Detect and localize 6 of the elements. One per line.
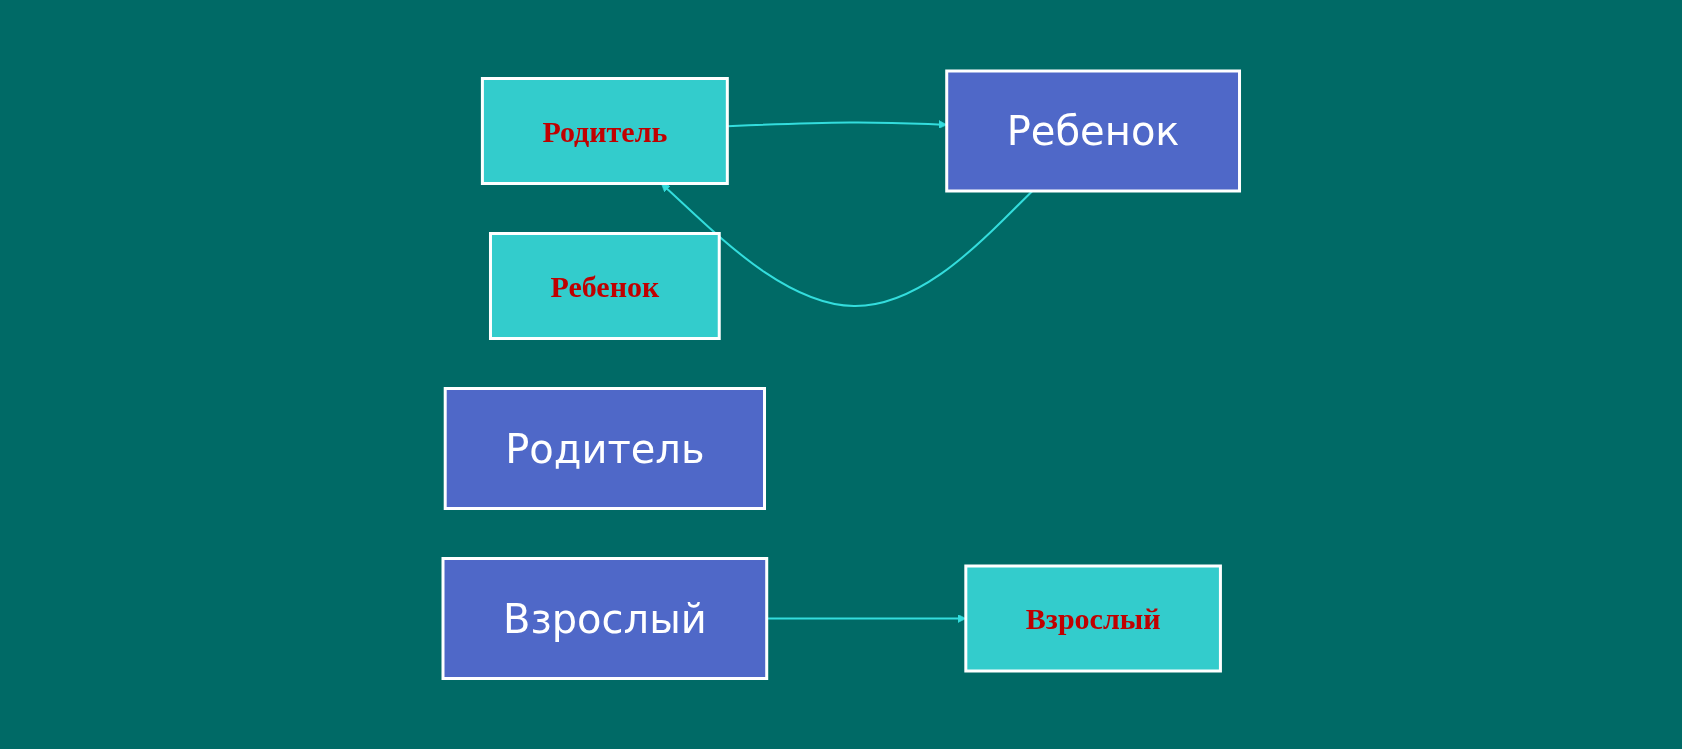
node-box: Ребенок bbox=[488, 231, 721, 340]
node-box: Взрослый bbox=[964, 564, 1222, 673]
node-box: Родитель bbox=[480, 76, 729, 185]
node-box: Ребенок bbox=[944, 69, 1241, 193]
node-box: Родитель bbox=[443, 386, 766, 510]
node-box: Взрослый bbox=[441, 556, 768, 680]
